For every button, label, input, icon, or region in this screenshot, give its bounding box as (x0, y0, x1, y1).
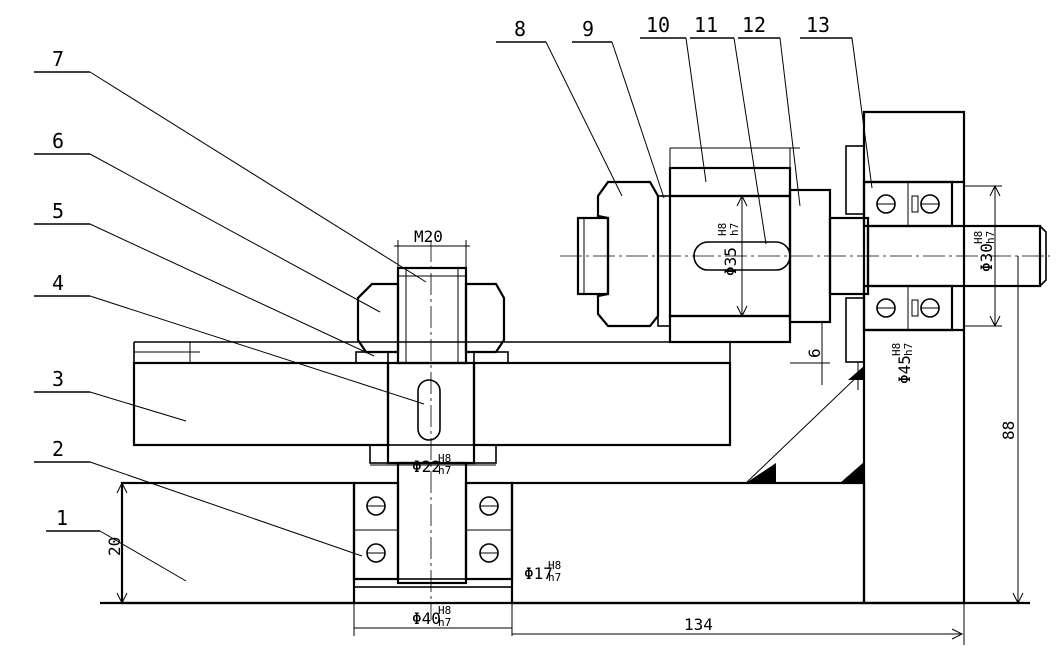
part-1-base (100, 481, 1030, 605)
label-part-1: 1 (56, 506, 68, 530)
right-bearing (862, 180, 954, 332)
part-10-roller (668, 147, 800, 344)
part-3-plate (132, 341, 732, 447)
dim-thread-m20: M20 (414, 227, 443, 246)
part-6-nut (355, 282, 509, 364)
label-part-5: 5 (52, 199, 64, 223)
dim-length-6: 6 (805, 348, 824, 358)
part-8-nut (596, 180, 660, 328)
dim-d35: Φ35 (721, 247, 740, 276)
part-2-bearing (352, 481, 514, 588)
dim-d45: Φ45 (895, 355, 914, 384)
vertical-shaft (369, 240, 497, 620)
label-part-6: 6 (52, 129, 64, 153)
weld-fillets (745, 366, 864, 484)
dim-d45-fit-bottom: h7 (902, 343, 915, 356)
dimension-texts: M20 Φ22 H8 h7 Φ40 H8 h7 Φ17 H8 h7 134 88… (105, 223, 1018, 634)
dim-d17-fit-top: H8 (548, 559, 561, 572)
dim-d40-fit-bottom: h7 (438, 616, 451, 629)
label-part-4: 4 (52, 271, 64, 295)
label-part-11: 11 (694, 13, 718, 37)
dim-d30-fit-top: H8 (972, 231, 985, 244)
label-part-8: 8 (514, 17, 526, 41)
dim-length-134: 134 (684, 615, 713, 634)
dim-d45-fit-top: H8 (890, 343, 903, 356)
dim-d22: Φ22 (412, 457, 441, 476)
label-part-12: 12 (742, 13, 766, 37)
dim-d17: Φ17 (524, 564, 553, 583)
dim-d40-fit-top: H8 (438, 604, 451, 617)
label-part-7: 7 (52, 47, 64, 71)
part-9-washer (657, 195, 671, 327)
part-vertical-wall (862, 110, 966, 605)
label-part-10: 10 (646, 13, 670, 37)
part-number-labels: 1 2 3 4 5 6 7 8 9 10 11 12 13 (52, 13, 830, 530)
dim-d40: Φ40 (412, 609, 441, 628)
dim-length-20: 20 (105, 537, 124, 556)
dim-d17-fit-bottom: h7 (548, 571, 561, 584)
leader-lines (34, 37, 873, 582)
dim-d30-fit-bottom: h7 (984, 231, 997, 244)
part-13-cover (845, 145, 865, 363)
dimension-lines (116, 184, 1024, 645)
part-7-stud (396, 266, 468, 365)
dim-d30: Φ30 (977, 243, 996, 272)
label-part-13: 13 (806, 13, 830, 37)
dim-d22-fit-bottom: h7 (438, 464, 451, 477)
label-part-3: 3 (52, 367, 64, 391)
dim-length-88: 88 (999, 421, 1018, 440)
dim-d35-fit-bottom: h7 (728, 223, 741, 236)
dim-d22-fit-top: H8 (438, 452, 451, 465)
horizontal-shaft (560, 216, 1050, 296)
label-part-9: 9 (582, 17, 594, 41)
label-part-2: 2 (52, 437, 64, 461)
dim-d35-fit-top: H8 (716, 223, 729, 236)
